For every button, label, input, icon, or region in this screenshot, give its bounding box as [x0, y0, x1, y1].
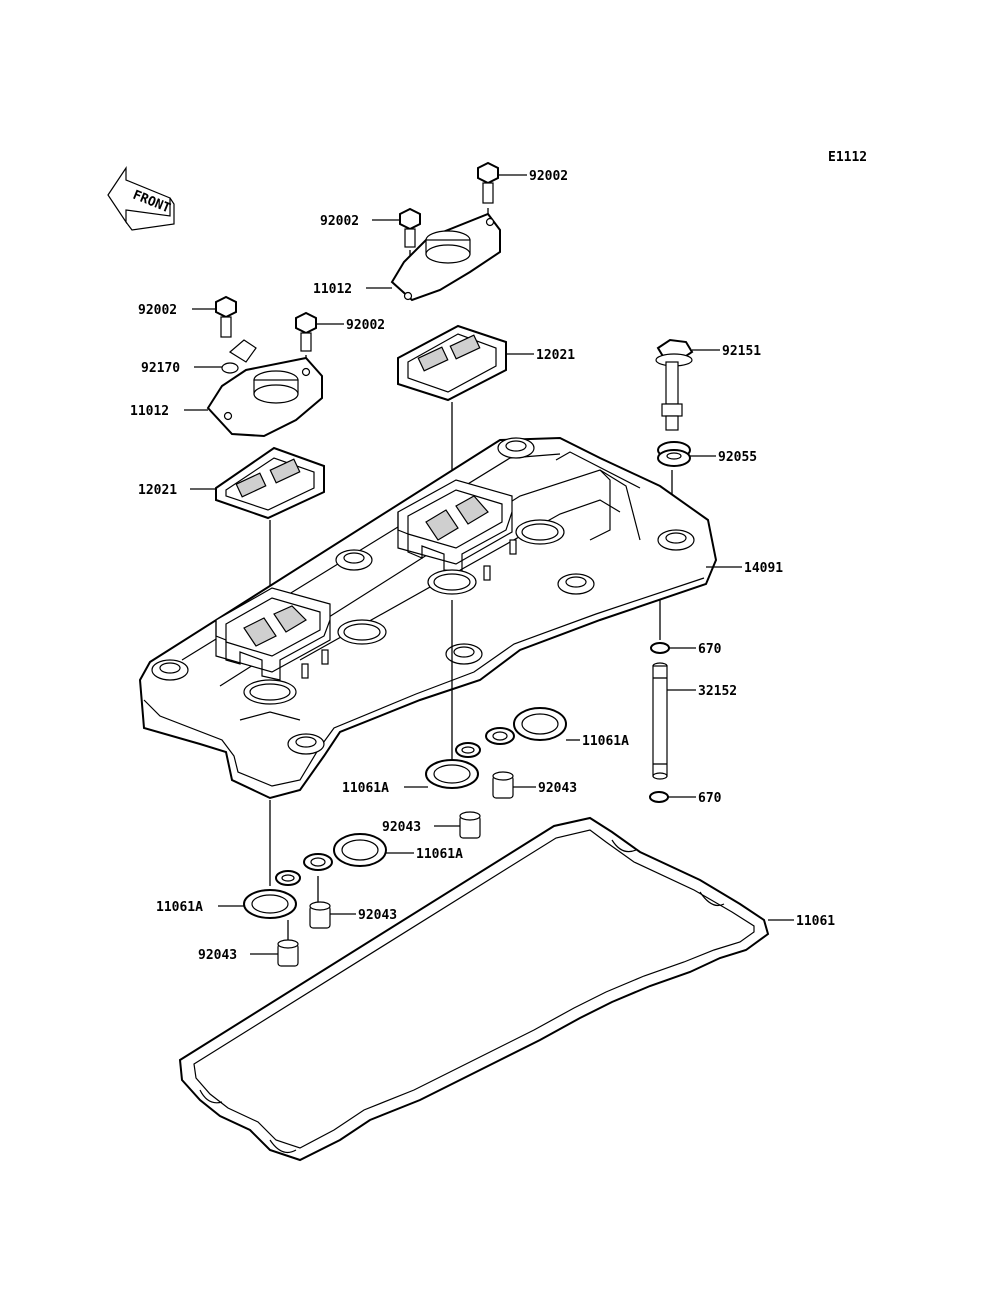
- bolt-92002-left: [215, 295, 237, 338]
- gasket-11061a-lower-right: [303, 833, 387, 871]
- dowel-92043-lower-right: [309, 901, 331, 929]
- breather-cap-upper: [390, 212, 501, 302]
- callout-label: 11012: [313, 282, 352, 297]
- callout-label: 92055: [718, 450, 757, 465]
- callout-label: 11012: [130, 404, 169, 419]
- callout-label: 92151: [722, 344, 761, 359]
- callout-label: 11061A: [416, 847, 463, 862]
- callout-label: 11061A: [342, 781, 389, 796]
- clamp-92170: [221, 339, 257, 374]
- breather-cap-left: [206, 356, 323, 438]
- callout-label: 32152: [698, 684, 737, 699]
- dowel-92043-upper-right: [492, 771, 514, 799]
- callout-label: 12021: [138, 483, 177, 498]
- callout-label: 11061A: [156, 900, 203, 915]
- callout-label: 92043: [538, 781, 577, 796]
- front-arrow-icon: FRONT: [107, 166, 175, 231]
- callout-label: 92170: [141, 361, 180, 376]
- pipe-32152: [652, 662, 668, 780]
- dowel-92043-lower-left: [277, 939, 299, 967]
- callout-label: 92002: [346, 318, 385, 333]
- bolt-92151: [655, 338, 694, 431]
- gasket-11061a-lower-left: [243, 889, 297, 919]
- gasket-11061a-upper-right: [485, 707, 567, 745]
- gasket-11061a-small-upper: [455, 742, 481, 758]
- gasket-12021-upper: [397, 324, 507, 402]
- gasket-11061a-small-lower: [275, 870, 301, 886]
- callout-label: 14091: [744, 561, 783, 576]
- washer-92055: [657, 441, 691, 467]
- callout-label: 92002: [138, 303, 177, 318]
- bolt-92002-right: [295, 311, 317, 368]
- callout-label: 670: [698, 791, 722, 806]
- diagram-code: E1112: [828, 150, 867, 165]
- callout-label: 11061: [796, 914, 835, 929]
- callout-label: 11061A: [582, 734, 629, 749]
- callout-label: 92043: [358, 908, 397, 923]
- callout-label: 92002: [529, 169, 568, 184]
- callout-label: 92043: [382, 820, 421, 835]
- callout-label: 12021: [536, 348, 575, 363]
- callout-label: 92002: [320, 214, 359, 229]
- cylinder-head-cover-14091: [138, 436, 718, 800]
- leader-lines: [184, 174, 794, 955]
- gasket-11061a-upper-left: [425, 759, 479, 789]
- callout-label: 670: [698, 642, 722, 657]
- head-cover-gasket-11061: [178, 816, 770, 1162]
- oring-670-lower: [649, 791, 669, 803]
- gasket-12021-left: [215, 446, 325, 520]
- bolt-92002-mid: [399, 207, 421, 266]
- callout-labels: 92002 92002 11012 92002 92002 92170 1101…: [130, 169, 835, 963]
- oring-670-upper: [650, 642, 670, 654]
- callout-label: 92043: [198, 948, 237, 963]
- dowel-92043-upper-left: [459, 811, 481, 839]
